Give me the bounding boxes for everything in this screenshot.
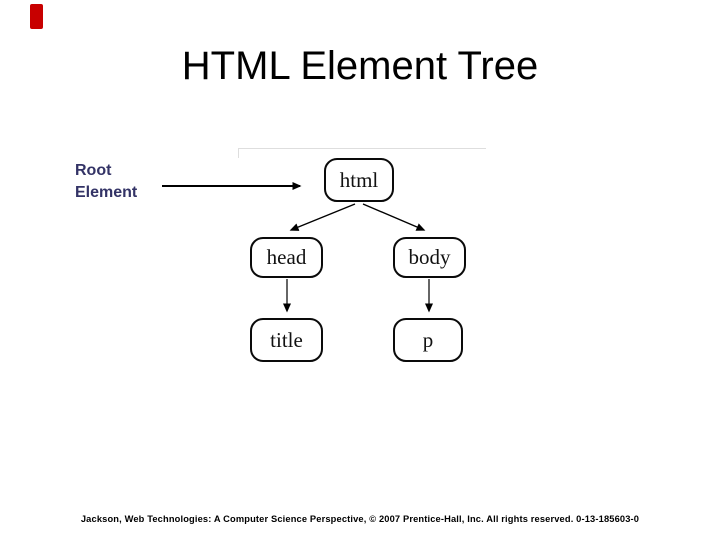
tree-node-p: p — [393, 318, 463, 362]
root-element-label-line1: Root — [75, 162, 112, 179]
page-title: HTML Element Tree — [181, 44, 539, 88]
tree-node-title: title — [250, 318, 323, 362]
footer-credit: Jackson, Web Technologies: A Computer Sc… — [80, 514, 640, 524]
tree-node-body: body — [393, 237, 466, 278]
root-element-label-line2: Element — [75, 184, 138, 201]
red-accent-bar — [30, 4, 43, 29]
tree-node-head: head — [250, 237, 323, 278]
root-element-label: Root Element — [75, 160, 137, 204]
tree-node-html: html — [324, 158, 394, 202]
element-tree-diagram-frame — [238, 148, 486, 377]
